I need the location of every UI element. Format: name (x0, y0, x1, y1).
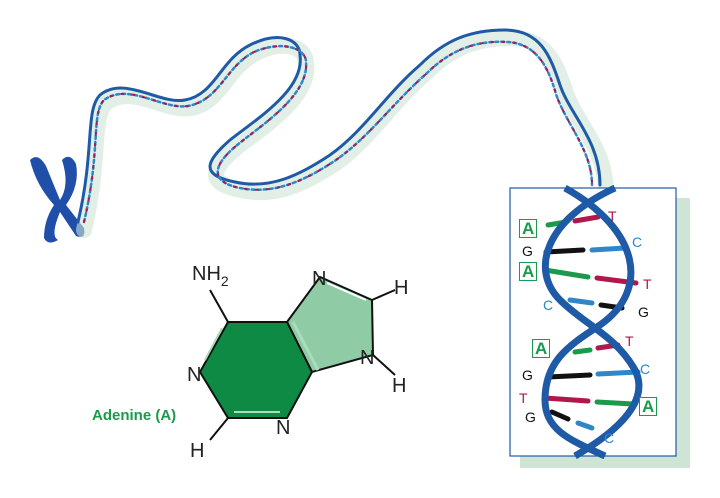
base-label-adenine: A (639, 397, 658, 416)
inset-helix-backbone (541, 184, 643, 460)
atom-n3: N (276, 417, 290, 439)
atom-n1: N (187, 364, 201, 386)
atom-h2: H (190, 440, 204, 462)
bonds (204, 282, 396, 441)
base-pair-rungs (542, 214, 641, 431)
base-label-guanine: G (638, 304, 649, 320)
atom-n9: N (360, 347, 374, 369)
base-label-thymine: T (608, 208, 617, 224)
base-label-thymine: T (643, 276, 652, 292)
base-label-guanine: G (522, 243, 533, 259)
amino-group-label: NH2 (192, 263, 229, 289)
base-label-adenine: A (532, 339, 551, 358)
base-label-guanine: G (522, 367, 533, 383)
base-label-adenine: A (519, 262, 538, 281)
base-label-cytosine: C (604, 430, 615, 446)
base-label-thymine: T (625, 333, 634, 349)
base-label-thymine: T (519, 390, 528, 406)
adenine-label: Adenine (A) (92, 407, 176, 424)
chromosome-icon (30, 156, 85, 243)
atom-h8: H (394, 277, 408, 299)
base-label-cytosine: C (640, 361, 651, 377)
pyrimidine-ring (198, 321, 314, 419)
base-label-cytosine: C (543, 297, 554, 313)
base-label-guanine: G (525, 409, 536, 425)
atom-h9: H (392, 375, 406, 397)
dna-strand (76, 28, 614, 238)
atom-n7: N (312, 268, 326, 290)
base-label-cytosine: C (632, 234, 643, 250)
base-label-adenine: A (519, 219, 538, 238)
